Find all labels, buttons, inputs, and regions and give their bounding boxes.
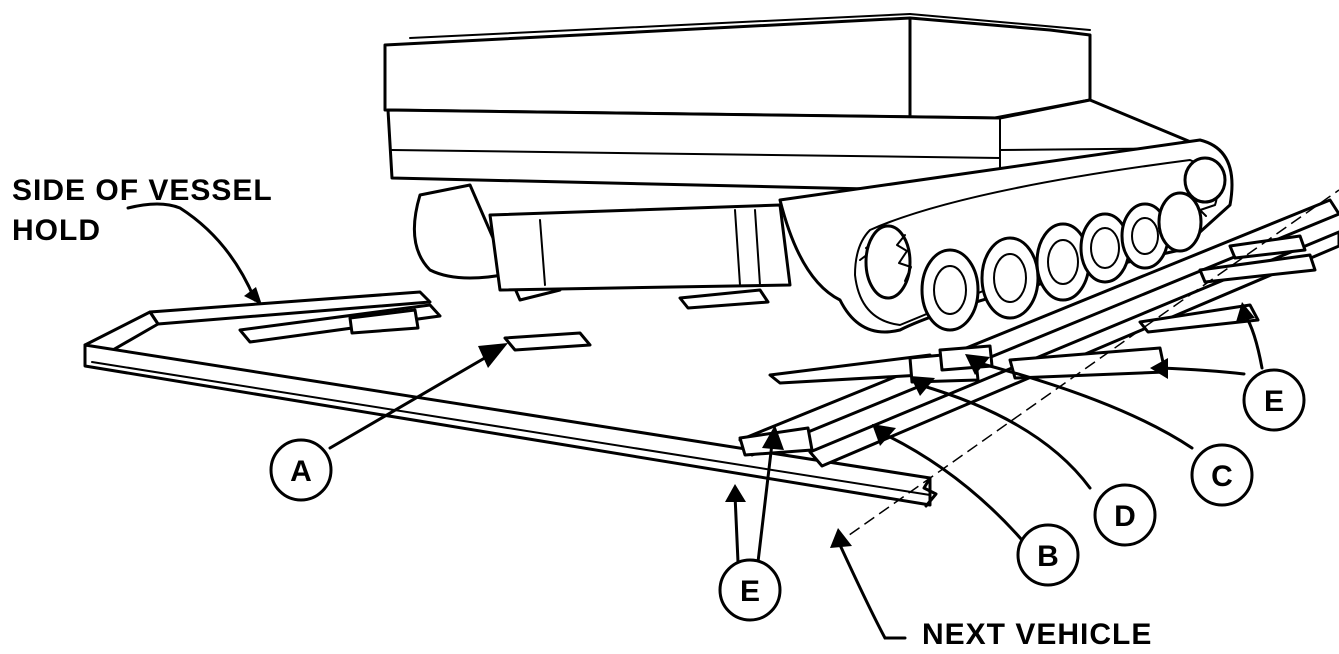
callout-c-text: C [1211,460,1233,493]
label-side-of-vessel-line1: SIDE OF VESSEL [12,174,273,207]
callout-e-right-text: E [1264,385,1284,418]
callout-e-left-text: E [740,575,760,608]
callout-b-text: B [1037,540,1059,573]
callout-e-left: E [718,558,782,622]
label-side-of-vessel-line2: HOLD [12,214,101,247]
callout-d: D [1093,483,1157,547]
callout-a-text: A [290,455,312,488]
callout-b: B [1016,523,1080,587]
label-next-vehicle: NEXT VEHICLE [922,618,1152,651]
callout-d-text: D [1114,500,1136,533]
callout-c: C [1190,443,1254,507]
callout-a: A [269,438,333,502]
text-labels: SIDE OF VESSEL HOLD NEXT VEHICLE [12,174,1152,651]
dunnage-frame [83,189,1339,546]
tracked-vehicle [383,13,1234,334]
callout-e-right: E [1242,368,1306,432]
leader-lines [126,202,1264,640]
